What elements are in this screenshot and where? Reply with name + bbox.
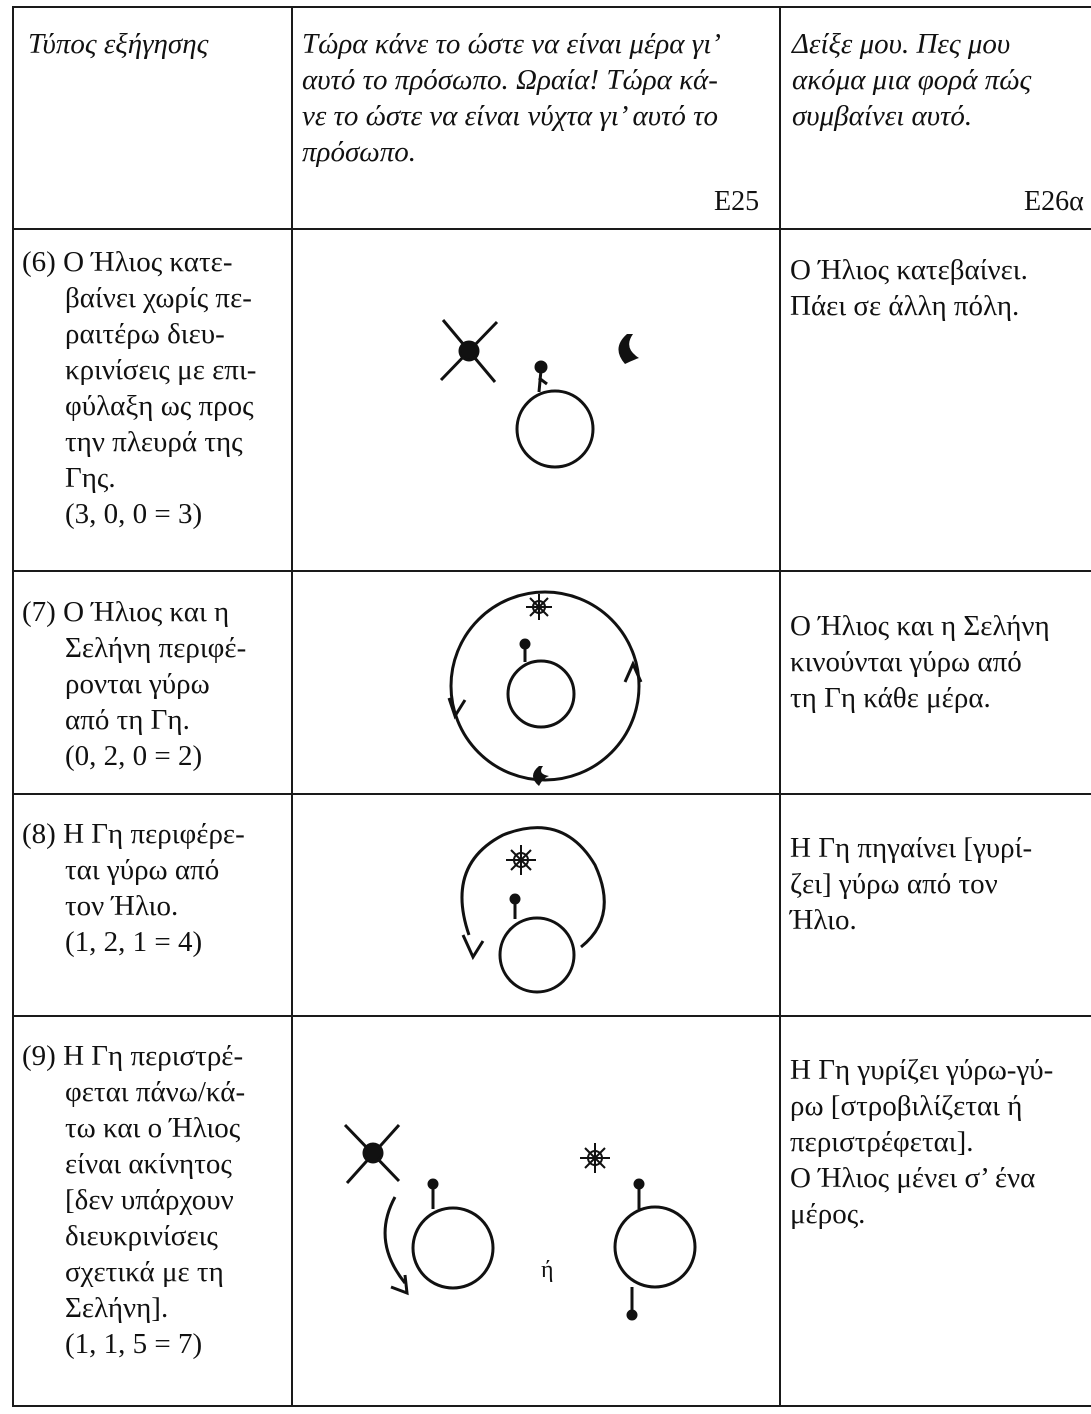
row6-desc-line: (3, 0, 0 = 3)	[65, 498, 203, 530]
row7-answer-line: κινούνται γύρω από	[790, 646, 1022, 678]
row6-desc-line: (6) Ο Ήλιος κατε-	[22, 246, 233, 278]
row6-desc-line: βαίνει χωρίς πε-	[65, 282, 252, 314]
table-top-border	[12, 6, 1091, 8]
row9-answer-line: μέρος.	[790, 1198, 866, 1230]
rotation-arrow-head-icon	[391, 1275, 407, 1293]
row7-bottom-border	[12, 793, 1091, 795]
row6-desc-line: φύλαξη ως προς	[65, 390, 254, 422]
row6-description: (6) Ο Ήλιος κατε- βαίνει χωρίς πε- ραιτέ…	[22, 244, 290, 532]
table-bottom-border	[12, 1405, 1091, 1407]
header-col2-line: νε το ώστε να είναι νύχτα γι’ αυτό το	[302, 100, 719, 132]
table-left-border	[12, 6, 14, 1407]
row6-answer: Ο Ήλιος κατεβαίνει. Πάει σε άλλη πόλη.	[790, 252, 1090, 324]
row6-desc-line: την πλευρά της	[65, 426, 243, 458]
row7-description: (7) Ο Ήλιος και η Σελήνη περιφέ- ρονται …	[22, 594, 290, 774]
header-col2-line: πρόσωπο.	[302, 136, 417, 168]
sun-small-icon	[506, 845, 536, 875]
row8-answer-line: Ήλιο.	[790, 904, 857, 936]
row8-answer-line: Η Γη πηγαίνει [γυρί-	[790, 832, 1033, 864]
row8-desc-line: (1, 2, 1 = 4)	[65, 926, 203, 958]
sun-dark-icon	[345, 1125, 399, 1183]
row7-desc-line: από τη Γη.	[65, 704, 190, 736]
row6-desc-line: Γης.	[65, 462, 116, 494]
col1-divider	[291, 6, 293, 1407]
person-figure-icon	[429, 1180, 437, 1209]
moon-crescent-icon	[618, 334, 639, 364]
person-figure-icon	[511, 895, 519, 919]
sun-small-icon	[526, 594, 552, 620]
row8-desc-line: ται γύρω από	[65, 854, 220, 886]
row9-desc-line: [δεν υπάρχουν	[65, 1184, 234, 1216]
header-question-e25: Τώρα κάνε το ώστε να είναι μέρα γι’ αυτό…	[302, 26, 777, 170]
row6-drawing	[293, 230, 639, 570]
row6-desc-line: ραιτέρω διευ-	[65, 318, 225, 350]
earth-circle	[500, 918, 574, 992]
row6-bottom-border	[12, 570, 1091, 572]
row9-drawing: ή	[293, 1017, 779, 1405]
sun-small-icon	[580, 1143, 610, 1173]
col2-divider	[779, 6, 781, 1407]
header-explanation-type: Τύπος εξήγησης	[28, 26, 288, 62]
rotation-arrow	[385, 1197, 405, 1283]
header-bottom-border	[12, 228, 1091, 230]
header-col1-text: Τύπος εξήγησης	[28, 28, 209, 60]
person-figure-upside-down-icon	[628, 1287, 636, 1319]
row7-answer-line: τη Γη κάθε μέρα.	[790, 682, 991, 714]
row8-desc-line: τον Ήλιο.	[65, 890, 179, 922]
earth-circle	[615, 1207, 695, 1287]
header-col2-line: αυτό το πρόσωπο. Ωραία! Τώρα κά-	[302, 64, 718, 96]
row9-answer-line: ρω [στροβιλίζεται ή	[790, 1090, 1023, 1122]
row7-answer-line: Ο Ήλιος και η Σελήνη	[790, 610, 1050, 642]
person-figure-icon	[521, 640, 529, 662]
row9-description: (9) Η Γη περιστρέ- φεται πάνω/κά- τω και…	[22, 1038, 290, 1362]
person-figure-icon	[635, 1180, 643, 1209]
row9-answer-line: Η Γη γυρίζει γύρω-γύ-	[790, 1054, 1054, 1086]
sun-dark-icon	[441, 320, 497, 382]
row9-answer-line: περιστρέφεται].	[790, 1126, 974, 1158]
row7-answer: Ο Ήλιος και η Σελήνη κινούνται γύρω από …	[790, 608, 1090, 716]
row9-desc-line: διευκρινίσεις	[65, 1220, 218, 1252]
row8-desc-line: (8) Η Γη περιφέρε-	[22, 818, 245, 850]
row7-desc-line: (0, 2, 0 = 2)	[65, 740, 203, 772]
row8-drawing	[293, 795, 779, 1015]
earth-circle	[508, 661, 574, 727]
row9-desc-line: τω και ο Ήλιος	[65, 1112, 241, 1144]
header-col3-line: ακόμα μια φορά πώς	[792, 64, 1032, 96]
row8-description: (8) Η Γη περιφέρε- ται γύρω από τον Ήλιο…	[22, 816, 290, 960]
row7-desc-line: ρονται γύρω	[65, 668, 210, 700]
orbit-arc	[462, 828, 604, 947]
row9-desc-line: σχετικά με τη	[65, 1256, 224, 1288]
earth-circle	[517, 391, 593, 467]
row8-bottom-border	[12, 1015, 1091, 1017]
row9-desc-line: (9) Η Γη περιστρέ-	[22, 1040, 244, 1072]
row7-drawing	[293, 572, 779, 786]
row6-desc-line: κρινίσεις με επι-	[65, 354, 257, 386]
row9-answer: Η Γη γυρίζει γύρω-γύ- ρω [στροβιλίζεται …	[790, 1052, 1090, 1232]
or-connector: ή	[541, 1257, 554, 1283]
row7-desc-line: (7) Ο Ήλιος και η	[22, 596, 230, 628]
header-question-e26a: Δείξε μου. Πες μου ακόμα μια φορά πώς συ…	[792, 26, 1087, 134]
row9-desc-line: είναι ακίνητος	[65, 1148, 232, 1180]
orbit-arrow-left-icon	[449, 698, 465, 716]
row9-answer-line: Ο Ήλιος μένει σ’ ένα	[790, 1162, 1036, 1194]
row9-desc-line: φεται πάνω/κά-	[65, 1076, 246, 1108]
earth-circle	[413, 1208, 493, 1288]
row8-answer-line: ζει] γύρω από τον	[790, 868, 998, 900]
header-col2-line: Τώρα κάνε το ώστε να είναι μέρα γι’	[302, 28, 721, 60]
row8-answer: Η Γη πηγαίνει [γυρί- ζει] γύρω από τον Ή…	[790, 830, 1090, 938]
orbit-circle	[451, 592, 639, 780]
row6-answer-line: Ο Ήλιος κατεβαίνει.	[790, 254, 1028, 286]
row9-desc-line: (1, 1, 5 = 7)	[65, 1328, 203, 1360]
row6-answer-line: Πάει σε άλλη πόλη.	[790, 290, 1020, 322]
person-figure-icon	[536, 362, 547, 392]
orbit-arrow-icon	[463, 935, 483, 957]
header-code-e26a: E26α	[1024, 186, 1084, 217]
row9-desc-line: Σελήνη].	[65, 1292, 169, 1324]
moon-crescent-icon	[533, 766, 549, 786]
header-col3-line: συμβαίνει αυτό.	[792, 100, 973, 132]
header-col3-line: Δείξε μου. Πες μου	[792, 28, 1011, 60]
row7-desc-line: Σελήνη περιφέ-	[65, 632, 247, 664]
header-code-e25: E25	[714, 186, 760, 217]
orbit-arrow-right-icon	[625, 664, 641, 682]
